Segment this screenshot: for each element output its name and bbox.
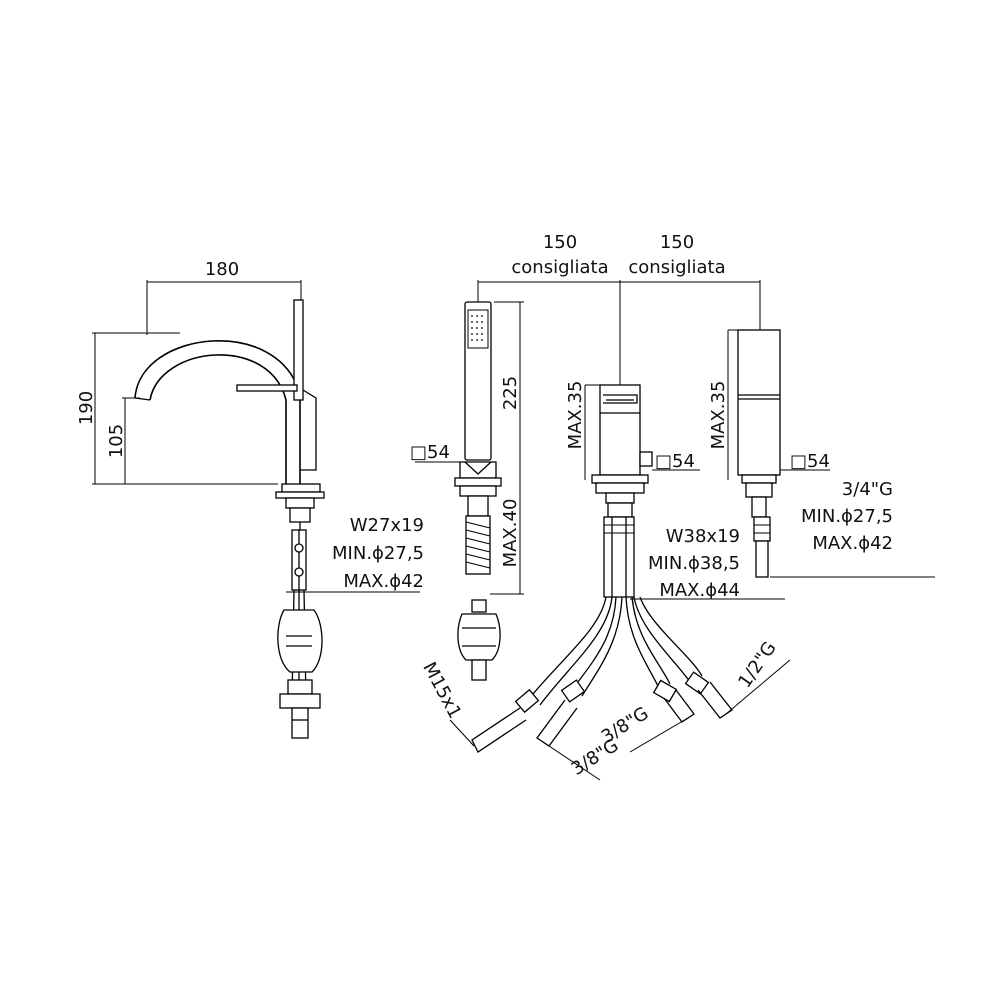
- spacing-right-value: 150: [660, 232, 694, 253]
- hand-shower: 225 MAX.40 □54: [410, 301, 524, 681]
- diverter-min-diameter-label: MIN.ϕ27,5: [801, 506, 893, 527]
- diverter-max-diameter-label: MAX.ϕ42: [812, 533, 893, 554]
- spacing-right-note: consigliata: [628, 257, 725, 278]
- hose-38-a-label: 3/8"G: [598, 703, 653, 748]
- shower-height-225-label: 225: [500, 376, 521, 410]
- diverter-max-35-label: MAX.35: [708, 381, 729, 450]
- spacing-dimensions: 150 consigliata 150 consigliata: [477, 232, 761, 385]
- spacing-left-value: 150: [543, 232, 577, 253]
- side-view-faucet: 180 190 105: [76, 259, 424, 739]
- diverter: MAX.35 □54 3/4"G MIN.ϕ27,5 MAX.ϕ42: [708, 329, 935, 578]
- diverter-thread-label: 3/4"G: [842, 479, 893, 500]
- mixer-connection-label: W38x19: [666, 526, 740, 547]
- side-max-diameter-label: MAX.ϕ42: [343, 571, 424, 592]
- shower-max-40-label: MAX.40: [500, 499, 521, 568]
- mixer-square-54-label: □54: [655, 451, 695, 472]
- diverter-square-54-label: □54: [790, 451, 830, 472]
- height-105-label: 105: [106, 424, 127, 458]
- hose-m15-label: M15x1: [418, 659, 465, 722]
- mixer-max-diameter-label: MAX.ϕ44: [659, 580, 740, 601]
- shower-square-54-label: □54: [410, 442, 450, 463]
- mixer-body: MAX.35 □54 W38x19 MIN.ϕ38,5 MAX.ϕ44: [565, 381, 785, 601]
- height-190-label: 190: [76, 391, 97, 425]
- side-connection-label: W27x19: [350, 515, 424, 536]
- mixer-min-diameter-label: MIN.ϕ38,5: [648, 553, 740, 574]
- width-180-label: 180: [205, 259, 239, 280]
- side-min-diameter-label: MIN.ϕ27,5: [332, 543, 424, 564]
- mixer-max-35-label: MAX.35: [565, 381, 586, 450]
- shower-nozzle-dots-icon: [471, 315, 483, 341]
- spacing-left-note: consigliata: [511, 257, 608, 278]
- hose-12-label: 1/2"G: [734, 638, 781, 692]
